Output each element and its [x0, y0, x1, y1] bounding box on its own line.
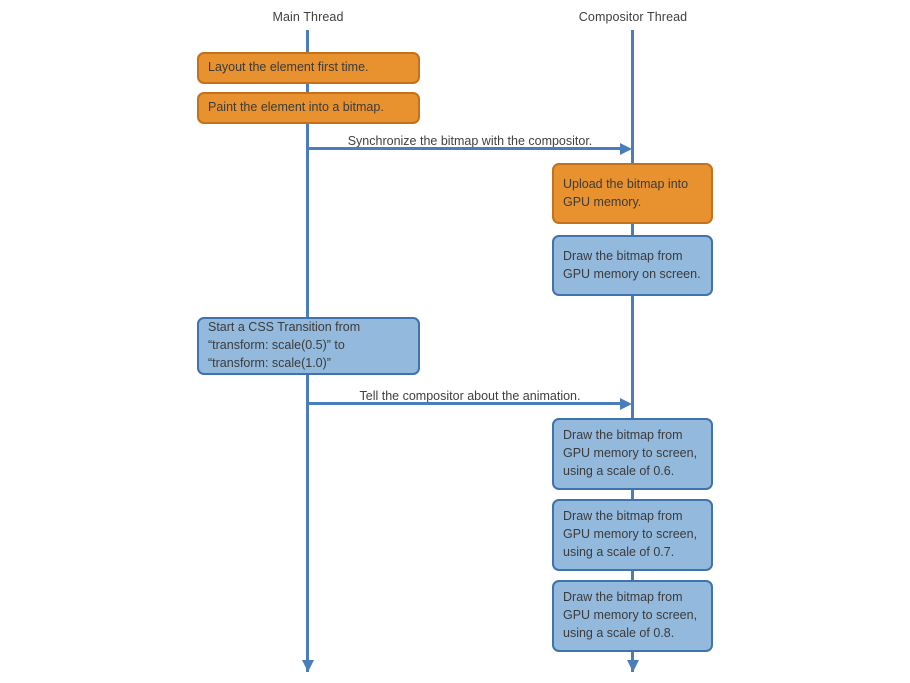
lifeline-compositor-thread-arrowhead-icon — [626, 660, 639, 672]
lifeline-main-thread-arrowhead-icon — [301, 660, 314, 672]
lane-title-compositor-thread: Compositor Thread — [578, 10, 688, 24]
node-draw-scale-06-text: Draw the bitmap from GPU memory to scree… — [563, 428, 698, 478]
node-start-css-transition[interactable]: Start a CSS Transition from “transform: … — [197, 317, 420, 375]
node-draw-scale-07[interactable]: Draw the bitmap from GPU memory to scree… — [552, 499, 713, 571]
node-layout-element[interactable]: Layout the element first time. — [197, 52, 420, 84]
message-arrowhead-tell-compositor-icon — [620, 397, 632, 410]
node-upload-bitmap[interactable]: Upload the bitmap into GPU memory. — [552, 163, 713, 224]
node-draw-scale-07-text: Draw the bitmap from GPU memory to scree… — [563, 509, 698, 559]
message-line-tell-compositor — [308, 402, 622, 405]
node-paint-element[interactable]: Paint the element into a bitmap. — [197, 92, 420, 124]
message-label-tell-compositor: Tell the compositor about the animation. — [359, 389, 581, 403]
lane-title-main-thread: Main Thread — [272, 10, 344, 24]
node-draw-bitmap-on-screen[interactable]: Draw the bitmap from GPU memory on scree… — [552, 235, 713, 296]
message-line-synchronize — [308, 147, 622, 150]
message-arrowhead-synchronize-icon — [620, 142, 632, 155]
node-draw-scale-08-text: Draw the bitmap from GPU memory to scree… — [563, 590, 698, 640]
message-label-synchronize: Synchronize the bitmap with the composit… — [347, 134, 593, 148]
node-start-css-transition-text: Start a CSS Transition from “transform: … — [208, 320, 361, 370]
node-draw-scale-08[interactable]: Draw the bitmap from GPU memory to scree… — [552, 580, 713, 652]
node-layout-element-text: Layout the element first time. — [208, 60, 369, 75]
node-draw-scale-06[interactable]: Draw the bitmap from GPU memory to scree… — [552, 418, 713, 490]
node-paint-element-text: Paint the element into a bitmap. — [208, 100, 384, 115]
node-draw-bitmap-on-screen-text: Draw the bitmap from GPU memory on scree… — [563, 248, 701, 281]
node-upload-bitmap-text: Upload the bitmap into GPU memory. — [563, 176, 689, 209]
lifeline-compositor-thread — [631, 30, 634, 672]
